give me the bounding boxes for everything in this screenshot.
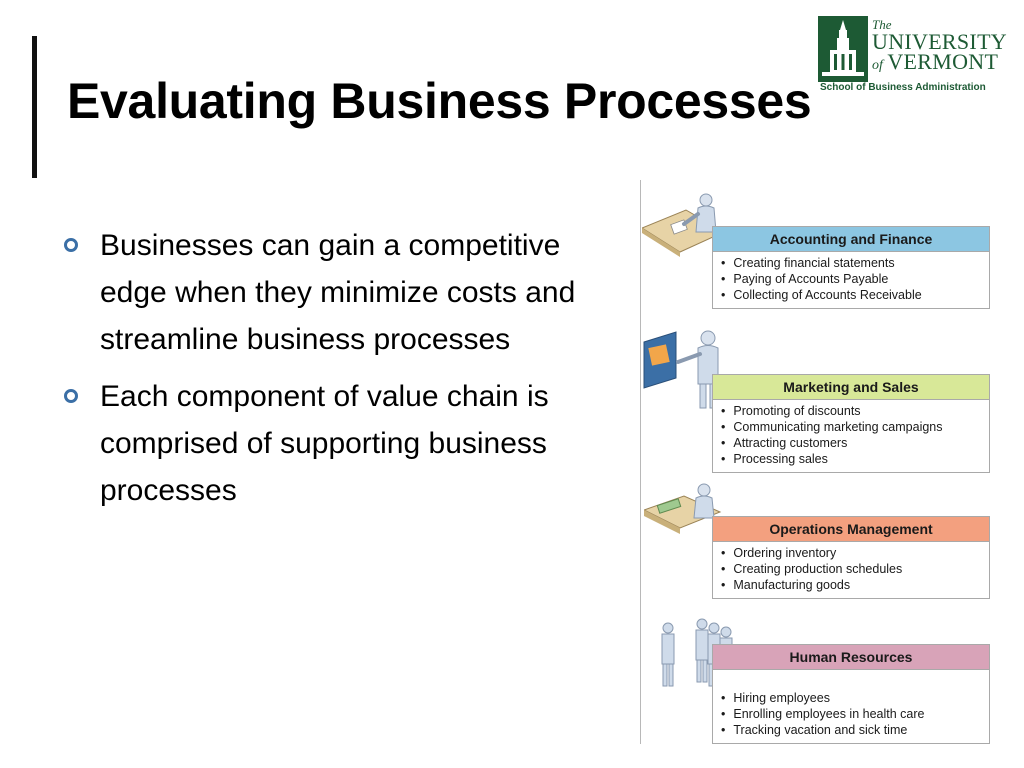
title-accent-bar bbox=[32, 36, 37, 178]
dept-item: Processing sales bbox=[721, 451, 989, 467]
dept-body: Ordering inventory Creating production s… bbox=[712, 542, 990, 599]
dept-item: Creating financial statements bbox=[721, 255, 989, 271]
logo-the: The bbox=[872, 17, 892, 32]
dept-header: Accounting and Finance bbox=[712, 226, 990, 252]
accounting-desk-illustration bbox=[642, 193, 726, 257]
logo-of: of bbox=[872, 58, 883, 73]
dept-item: Ordering inventory bbox=[721, 545, 989, 561]
bullet-item: Businesses can gain a competitive edge w… bbox=[62, 222, 622, 363]
figure-left-border bbox=[640, 180, 641, 744]
dept-body: Promoting of discounts Communicating mar… bbox=[712, 400, 990, 473]
bullet-list: Businesses can gain a competitive edge w… bbox=[62, 222, 622, 524]
logo-vermont: VERMONT bbox=[887, 49, 999, 74]
dept-item: Tracking vacation and sick time bbox=[721, 722, 989, 738]
bullet-text: Each component of value chain is compris… bbox=[100, 380, 549, 507]
business-process-figure: Accounting and Finance Creating financia… bbox=[640, 180, 994, 746]
dept-item: Paying of Accounts Payable bbox=[721, 271, 989, 287]
logo-school-name: School of Business Administration bbox=[820, 82, 986, 93]
bullet-text: Businesses can gain a competitive edge w… bbox=[100, 229, 576, 356]
dept-item: Manufacturing goods bbox=[721, 577, 989, 593]
dept-item: Enrolling employees in health care bbox=[721, 706, 989, 722]
operations-worker-illustration bbox=[644, 483, 722, 534]
dept-item: Attracting customers bbox=[721, 435, 989, 451]
logo-vermont-line: of VERMONT bbox=[872, 51, 998, 74]
dept-item: Promoting of discounts bbox=[721, 403, 989, 419]
dept-item: Creating production schedules bbox=[721, 561, 989, 577]
dept-header: Operations Management bbox=[712, 516, 990, 542]
dept-item: Collecting of Accounts Receivable bbox=[721, 287, 989, 303]
dept-operations-management: Operations Management Ordering inventory… bbox=[712, 516, 990, 599]
university-logo: The UNIVERSITY of VERMONT School of Busi… bbox=[818, 16, 1007, 96]
dept-accounting-finance: Accounting and Finance Creating financia… bbox=[712, 226, 990, 309]
bullet-item: Each component of value chain is compris… bbox=[62, 373, 622, 514]
dept-human-resources: Human Resources Hiring employees Enrolli… bbox=[712, 644, 990, 744]
slide-title: Evaluating Business Processes bbox=[67, 73, 812, 129]
dept-item: Hiring employees bbox=[721, 690, 989, 706]
dept-header: Marketing and Sales bbox=[712, 374, 990, 400]
dept-body: Creating financial statements Paying of … bbox=[712, 252, 990, 309]
university-seal-icon bbox=[818, 16, 868, 82]
bullet-circle-icon bbox=[64, 389, 78, 403]
bullet-circle-icon bbox=[64, 238, 78, 252]
dept-item: Communicating marketing campaigns bbox=[721, 419, 989, 435]
logo-wordmark: The UNIVERSITY of VERMONT bbox=[872, 18, 1007, 74]
logo-university: UNIVERSITY bbox=[872, 29, 1007, 54]
dept-body: Hiring employees Enrolling employees in … bbox=[712, 670, 990, 744]
dept-marketing-sales: Marketing and Sales Promoting of discoun… bbox=[712, 374, 990, 473]
dept-header: Human Resources bbox=[712, 644, 990, 670]
